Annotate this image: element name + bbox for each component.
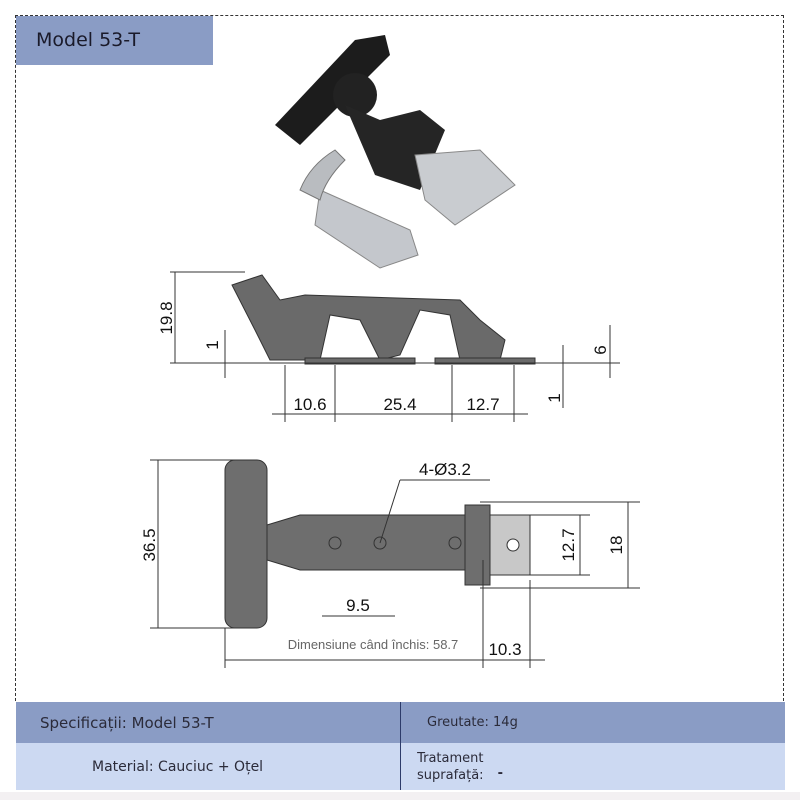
dim-12-7-width: 12.7: [559, 528, 578, 561]
spec-row-2: Material: Cauciuc + Oțel Tratament supra…: [16, 743, 785, 790]
dim-height: 19.8: [157, 301, 176, 334]
dim-thickness-left: 1: [203, 340, 222, 349]
product-drawing: 19.8 1 6 1 10.6 25.4 12.7 36.5 4-Ø3.2 12…: [140, 35, 640, 668]
dim-9-5: 9.5: [346, 596, 370, 615]
dim-hole-diameter: 4-Ø3.2: [419, 460, 471, 479]
bottom-strip: [0, 792, 800, 800]
treatment-label-line2: suprafață:: [417, 767, 484, 783]
dim-36-5: 36.5: [140, 528, 159, 561]
model-title: Model 53-T: [16, 16, 213, 65]
dim-10-6: 10.6: [293, 395, 326, 414]
spec-treatment-label: Tratament suprafață:: [417, 750, 484, 784]
product-photo: [275, 35, 516, 269]
dim-25-4: 25.4: [383, 395, 416, 414]
side-dim-lines: [170, 271, 620, 422]
top-dim-lines: [150, 459, 640, 668]
spec-model: Specificații: Model 53-T: [16, 702, 401, 743]
side-view: [231, 274, 536, 365]
spec-weight: Greutate: 14g: [427, 715, 518, 730]
spec-row-1: Specificații: Model 53-T Greutate: 14g: [16, 702, 785, 743]
treatment-label-line1: Tratament: [417, 750, 484, 766]
spec-treatment-value: -: [497, 766, 503, 781]
top-view: [224, 459, 531, 629]
dim-6: 6: [591, 345, 610, 354]
content-frame: [15, 15, 784, 701]
spec-material: Material: Cauciuc + Oțel: [16, 743, 401, 790]
dim-thickness-right: 1: [545, 393, 564, 402]
dim-18: 18: [607, 536, 626, 555]
closed-dimension: Dimensiune când închis: 58.7: [288, 637, 459, 652]
dim-10-3: 10.3: [488, 640, 521, 659]
dim-12-7: 12.7: [466, 395, 499, 414]
